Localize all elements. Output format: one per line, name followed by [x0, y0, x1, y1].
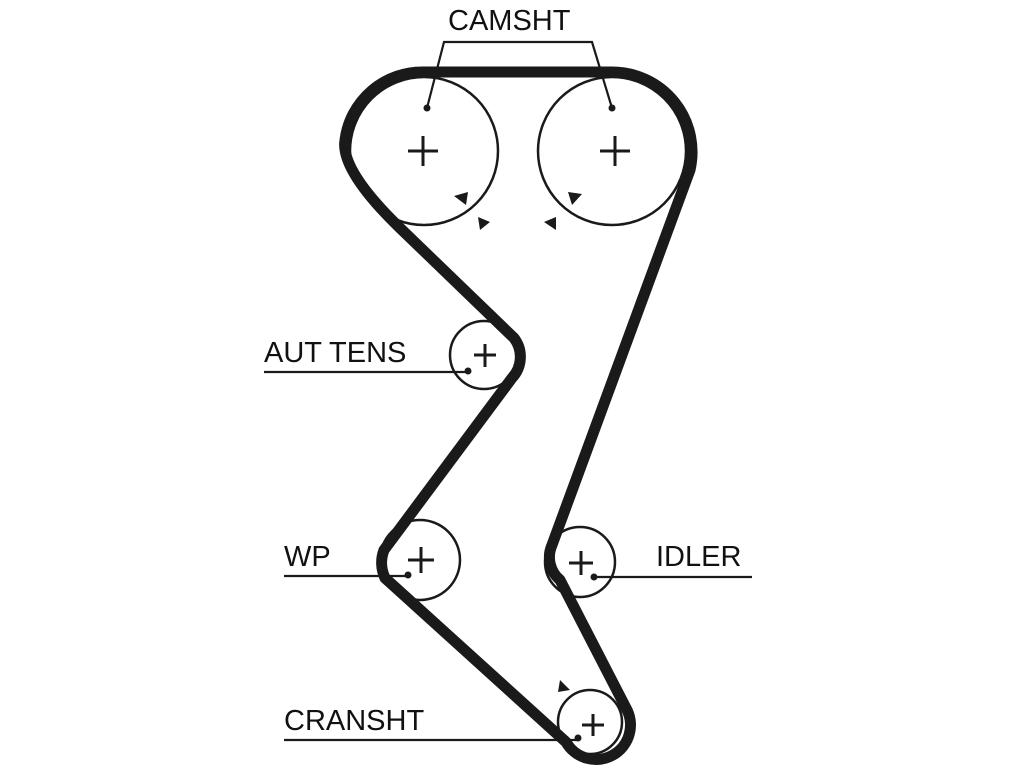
water-pump-pulley: [378, 518, 462, 602]
timing-mark-arrow: [568, 192, 582, 205]
crankshaft-label: CRANSHT: [284, 705, 424, 737]
right-camshaft-pulley: [536, 75, 688, 227]
crankshaft-pulley: [556, 688, 624, 756]
timing-mark-arrow: [544, 217, 556, 230]
camshaft-label: CAMSHT: [448, 5, 571, 37]
camshaft-leader: [425, 40, 614, 109]
idler-pulley: [543, 525, 617, 599]
left-camshaft-pulley: [348, 75, 500, 227]
tensioner-pulley: [448, 319, 520, 391]
tensioner-label: AUT TENS: [264, 337, 406, 369]
timing-mark-arrow: [558, 680, 570, 692]
timing-mark-arrow: [478, 217, 490, 230]
timing-belt: [339, 66, 698, 765]
timing-mark-arrow: [454, 192, 468, 205]
water-pump-label: WP: [284, 541, 331, 573]
idler-label: IDLER: [656, 541, 741, 573]
